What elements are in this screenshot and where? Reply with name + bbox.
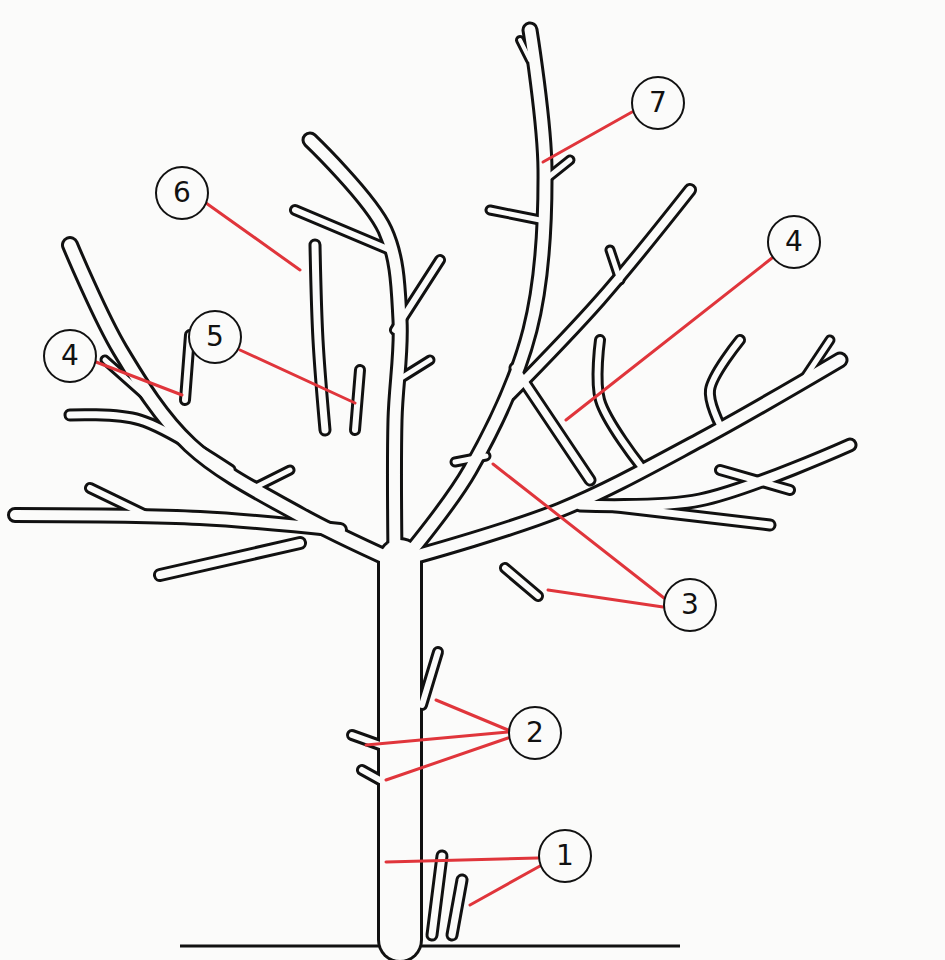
branch-fill xyxy=(160,543,300,575)
callout-number: 5 xyxy=(206,323,224,351)
branch-fill xyxy=(800,340,830,385)
branch-fill xyxy=(398,360,430,380)
branch-outline xyxy=(610,250,620,280)
callout-circle: 4 xyxy=(767,215,821,269)
branch-outline xyxy=(377,560,423,940)
branch-fill xyxy=(422,652,438,705)
branch-outline xyxy=(515,368,590,480)
branch-fill xyxy=(362,770,380,780)
callout-number: 3 xyxy=(681,591,699,619)
branch-fill xyxy=(15,515,340,530)
branch-fill xyxy=(452,880,462,935)
branch-outline xyxy=(408,30,545,555)
callout-circle: 3 xyxy=(663,578,717,632)
branch-fill xyxy=(520,40,530,60)
branch-fill xyxy=(250,470,290,490)
branch-outline xyxy=(710,340,740,425)
branch-outline xyxy=(600,505,770,525)
tree xyxy=(15,30,850,940)
branch-fill xyxy=(382,862,389,935)
branch-outline xyxy=(310,140,400,555)
branch-fill xyxy=(598,340,640,465)
branch-outline xyxy=(490,210,540,220)
branch-outline xyxy=(422,652,438,705)
callout-number: 4 xyxy=(61,342,79,370)
branch-fill xyxy=(432,856,442,935)
branch-fill xyxy=(720,470,790,490)
branch-fill xyxy=(515,368,590,480)
callout-circle: 6 xyxy=(155,166,209,220)
callout-circle: 1 xyxy=(538,829,592,883)
branch-outline xyxy=(355,370,360,430)
callout-number: 1 xyxy=(556,842,574,870)
branch-fill xyxy=(545,160,570,180)
branch-outline xyxy=(315,245,325,430)
branch-fill xyxy=(355,370,360,430)
branch-fill xyxy=(380,560,420,940)
branch-fill xyxy=(455,456,486,462)
branch-fill xyxy=(600,505,770,525)
branch-outline xyxy=(580,445,850,506)
ground-line xyxy=(180,945,680,948)
callout-circle: 2 xyxy=(508,706,562,760)
branch-fill xyxy=(505,568,538,596)
branch-fill xyxy=(710,340,740,425)
branch-fill xyxy=(610,250,620,280)
branch-fill xyxy=(580,445,850,506)
branch-fill xyxy=(295,210,390,250)
callout-number: 6 xyxy=(173,179,191,207)
branch-outline xyxy=(160,543,300,575)
leader-lines xyxy=(96,112,772,905)
branch-fill xyxy=(420,360,840,555)
callout-circle: 4 xyxy=(43,329,97,383)
callout-circle: 5 xyxy=(188,310,242,364)
branch-outline xyxy=(452,880,462,935)
branch-fill xyxy=(408,30,545,555)
branch-outline xyxy=(15,515,340,530)
callout-number: 7 xyxy=(649,89,667,117)
callout-circle: 7 xyxy=(631,76,685,130)
branch-fill xyxy=(310,140,400,555)
callout-number: 2 xyxy=(526,719,544,747)
branch-fill xyxy=(70,415,230,470)
callout-number: 4 xyxy=(785,228,803,256)
branch-fill xyxy=(90,488,150,517)
branch-fill xyxy=(490,210,540,220)
branch-outline xyxy=(455,456,486,462)
branch-fill xyxy=(395,260,440,330)
branch-outline xyxy=(362,770,380,780)
branch-outline xyxy=(250,470,290,490)
branch-outline xyxy=(598,340,640,465)
branch-outline xyxy=(505,568,538,596)
branch-fill xyxy=(315,245,325,430)
branch-outline xyxy=(432,856,442,935)
